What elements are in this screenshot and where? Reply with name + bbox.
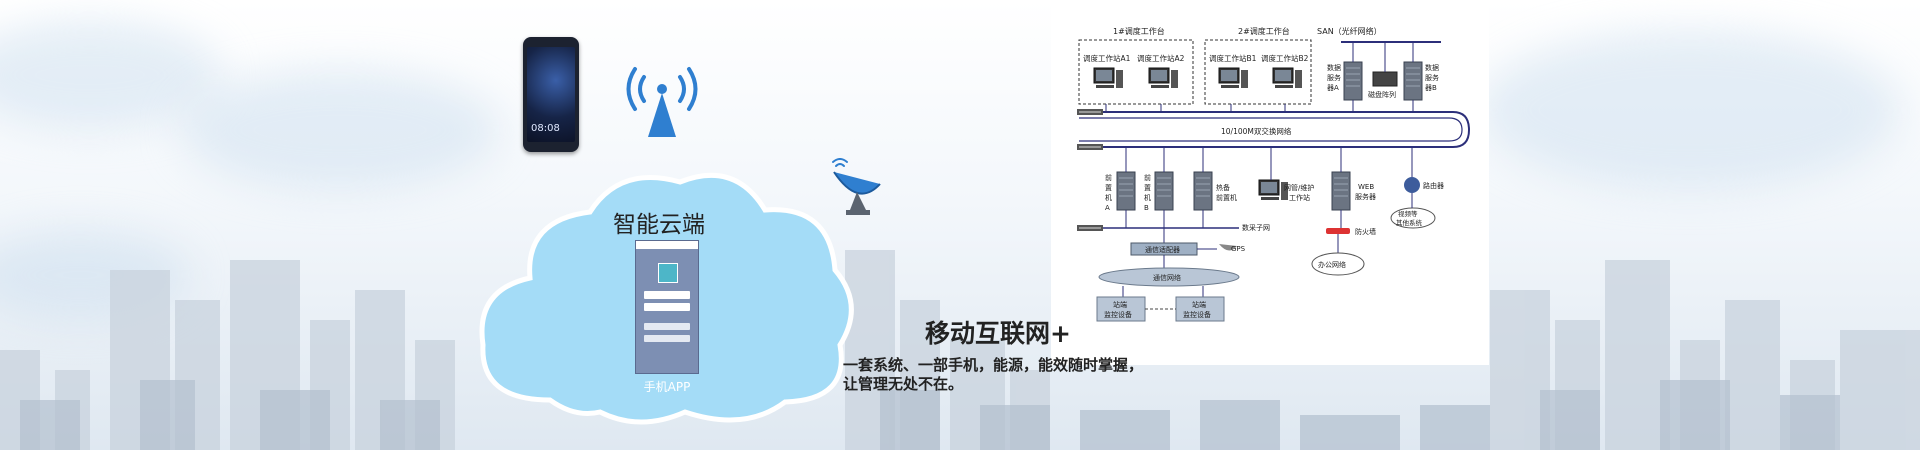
front-a-label-2: 置: [1105, 184, 1112, 192]
ws-a2-label: 调度工作站A2: [1137, 53, 1185, 63]
workstation-a1-icon: [1093, 67, 1124, 89]
smartphone-image: 08:08: [523, 37, 579, 152]
switch-icon: [1077, 225, 1103, 231]
sky-cloud: [0, 20, 220, 130]
disk-array-label: 磁盘阵列: [1368, 90, 1396, 99]
switch-icon: [1077, 144, 1103, 150]
station2-label-2: 监控设备: [1183, 310, 1211, 319]
front-end-b-icon: [1154, 171, 1174, 211]
router-icon: [1404, 177, 1420, 193]
workstation-b2-icon: [1272, 67, 1303, 89]
maintenance-label-2: 工作站: [1289, 193, 1310, 202]
firewall-icon: [1326, 228, 1350, 234]
station1-label-2: 监控设备: [1104, 310, 1132, 319]
ws-a1-label: 调度工作站A1: [1083, 53, 1131, 63]
workstation-a2-icon: [1148, 67, 1179, 89]
satellite-dish-icon: [832, 158, 881, 215]
db-server-b-label-1: 数据: [1425, 63, 1439, 72]
city-skyline: [0, 250, 1920, 450]
comm-network-label: 通信网络: [1153, 273, 1181, 282]
front-b-label-1: 前: [1144, 173, 1151, 182]
router-label: 路由器: [1423, 181, 1444, 190]
station1-label-1: 站端: [1113, 300, 1127, 309]
disk-array-icon: [1372, 71, 1398, 87]
station-device-2: [1175, 296, 1225, 322]
video-system-label-2: 其他系统: [1396, 218, 1423, 227]
app-login-button: [644, 323, 690, 330]
workstation-b1-icon: [1218, 67, 1249, 89]
tagline: 一套系统、一部手机，能源，能效随时掌握， 让管理无处不在。: [843, 356, 1143, 394]
app-password-field: [644, 303, 690, 311]
office-network-cloud: [1311, 252, 1365, 276]
tagline-line-2: 让管理无处不在。: [843, 375, 964, 393]
phone-screen: [527, 47, 575, 142]
gps-dish-icon: [1219, 244, 1237, 251]
web-server-label-1: WEB: [1358, 183, 1374, 191]
mobile-app-screen: [635, 240, 699, 374]
comm-network-ellipse: [1098, 267, 1240, 287]
office-network-label: 办公网络: [1318, 260, 1346, 269]
group2-title: 2#调度工作台: [1238, 26, 1290, 36]
firewall-label: 防火墙: [1355, 227, 1376, 236]
db-server-b-label-2: 服务: [1425, 73, 1439, 82]
db-server-a-icon: [1343, 61, 1363, 101]
san-title: SAN（光纤网络）: [1317, 26, 1382, 36]
headline: 移动互联网+: [925, 319, 1071, 348]
tagline-line-1: 一套系统、一部手机，能源，能效随时掌握，: [843, 356, 1144, 374]
switch-icon: [1077, 109, 1103, 115]
user-avatar-icon: [658, 263, 678, 283]
sky-cloud: [180, 70, 500, 190]
db-server-b-icon: [1403, 61, 1423, 101]
front-end-a-icon: [1116, 171, 1136, 211]
db-server-b-label-3: 器B: [1425, 84, 1437, 92]
ws-b1-label: 调度工作站B1: [1209, 53, 1257, 63]
web-server-icon: [1331, 171, 1351, 211]
network-architecture-diagram: 1#调度工作台 2#调度工作台 SAN（光纤网络） 调度工作站A1 调度工作站A…: [1077, 26, 1471, 322]
video-system-cloud: [1390, 207, 1436, 229]
group2-box: [1204, 39, 1312, 105]
front-b-label-2: 置: [1144, 184, 1151, 192]
front-a-label-3: 机: [1105, 193, 1112, 202]
front-b-label-4: B: [1144, 204, 1149, 212]
switch-network-inner: [1079, 117, 1463, 142]
phone-clock: 08:08: [531, 123, 560, 134]
web-server-label-2: 服务器: [1355, 192, 1376, 201]
hot-standby-label-1: 热备: [1216, 183, 1230, 192]
front-a-label-1: 前: [1105, 173, 1112, 182]
hot-standby-icon: [1193, 171, 1213, 211]
gps-label: GPS: [1231, 245, 1246, 253]
db-server-a-label-1: 数据: [1327, 63, 1341, 72]
network-diagram-panel: 1#调度工作台 2#调度工作台 SAN（光纤网络） 调度工作站A1 调度工作站A…: [1051, 0, 1489, 365]
group1-box: [1078, 39, 1194, 105]
db-server-a-label-3: 器A: [1327, 84, 1339, 92]
cloud-title: 智能云端: [613, 212, 705, 238]
switch-network-label: 10/100M双交换网络: [1221, 126, 1292, 136]
maintenance-label-1: 网管/维护: [1284, 183, 1314, 192]
front-b-label-3: 机: [1144, 193, 1151, 202]
group1-title: 1#调度工作台: [1113, 26, 1165, 36]
ws-b2-label: 调度工作站B2: [1261, 53, 1309, 63]
station-device-1: [1096, 296, 1146, 322]
comm-adapter-label: 通信适配器: [1145, 245, 1180, 254]
video-system-label-1: 视频等: [1398, 209, 1418, 218]
sky-cloud: [1480, 30, 1900, 190]
hot-standby-label-2: 前置机: [1216, 193, 1237, 202]
mobile-app-label: 手机APP: [643, 380, 691, 394]
station2-label-1: 站端: [1192, 300, 1206, 309]
wireless-tower-icon: [626, 67, 698, 137]
front-a-label-4: A: [1105, 204, 1110, 212]
data-subnet-label: 数采子网: [1242, 223, 1270, 232]
db-server-a-label-2: 服务: [1327, 73, 1341, 82]
app-status-bar: [636, 241, 698, 249]
app-register-button: [644, 335, 690, 342]
switch-network-outer: [1079, 111, 1471, 148]
app-username-field: [644, 291, 690, 299]
